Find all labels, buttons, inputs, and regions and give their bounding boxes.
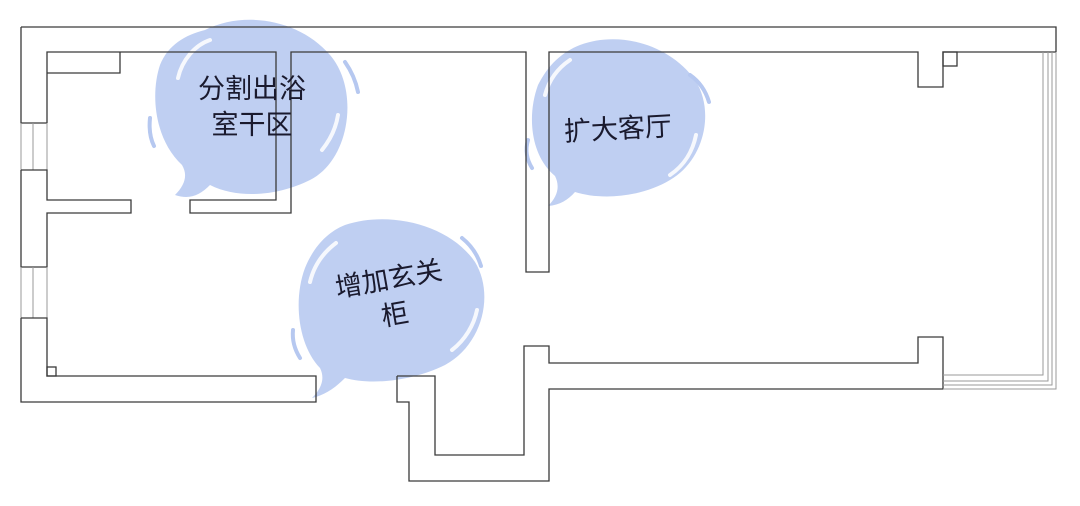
- annotation-bathroom-line-2: 室干区: [211, 110, 293, 141]
- bubble-entrance: [290, 219, 485, 398]
- annotation-bathroom: 分割出浴 室干区: [176, 72, 328, 144]
- annotation-bathroom-line-1: 分割出浴: [198, 74, 306, 105]
- bubble-bathroom: [147, 19, 360, 197]
- annotation-living-room-line-1: 扩大客厅: [563, 111, 673, 148]
- bubble-living-room: [524, 39, 711, 206]
- walls: [20, 26, 1057, 482]
- annotation-living-room: 扩大客厅: [547, 108, 689, 151]
